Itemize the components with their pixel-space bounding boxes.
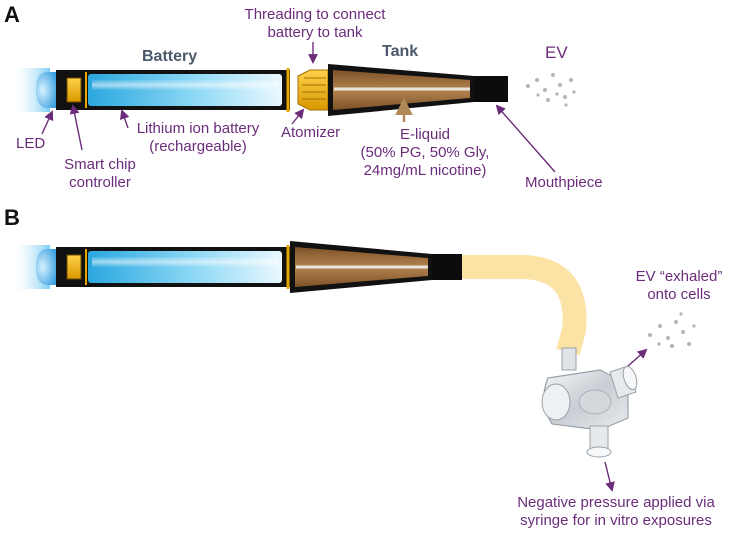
negative-pressure-label: Negative pressure applied via syringe fo… xyxy=(517,494,715,529)
panel-a-device xyxy=(10,64,576,116)
battery-header: Battery xyxy=(142,48,198,65)
arrow-led xyxy=(41,110,54,135)
threading-label: Threading to connect battery to tank xyxy=(244,6,386,41)
lithium-cell-shine xyxy=(92,80,278,90)
arrow-atomizer xyxy=(291,108,305,125)
exposure-tubing xyxy=(462,255,587,356)
tank-header: Tank xyxy=(382,43,419,60)
ev-particles-a xyxy=(526,73,576,107)
exposure-cartridge xyxy=(541,347,638,458)
eliquid-label: E-liquid (50% PG, 50% Gly, 24mg/mL nicot… xyxy=(360,126,490,179)
panel-a-arrows xyxy=(41,42,556,173)
mouthpiece-b xyxy=(432,254,462,280)
lithium-label: Lithium ion battery (rechargeable) xyxy=(136,120,260,155)
atomizer-label: Atomizer xyxy=(281,124,341,141)
smart-chip-label: Smart chip controller xyxy=(64,156,136,191)
arrow-negative-pressure xyxy=(604,461,615,492)
atomizer-threading xyxy=(297,69,329,111)
lithium-cell-shine-b xyxy=(92,257,278,267)
mouthpiece-label: Mouthpiece xyxy=(525,174,603,191)
smart-chip-b xyxy=(66,254,82,280)
led-cap xyxy=(36,72,58,108)
arrow-ev-exhaled xyxy=(627,348,648,367)
thread-lines xyxy=(302,77,326,100)
led-cap-b xyxy=(36,249,58,285)
smart-chip xyxy=(66,77,82,103)
panel-b-device xyxy=(10,241,696,458)
mouthpiece xyxy=(474,76,508,102)
ev-exhaled-label: EV “exhaled” onto cells xyxy=(635,268,723,303)
arrow-smart-chip xyxy=(69,104,83,151)
arrow-mouthpiece xyxy=(495,104,556,173)
led-label: LED xyxy=(16,135,46,152)
panel-label-b: B xyxy=(4,205,20,230)
panel-label-a: A xyxy=(4,2,20,27)
ev-particles-b xyxy=(648,312,696,348)
arrow-lithium xyxy=(119,109,130,129)
panel-b-arrows xyxy=(604,348,648,492)
ev-label: EV xyxy=(545,43,568,62)
